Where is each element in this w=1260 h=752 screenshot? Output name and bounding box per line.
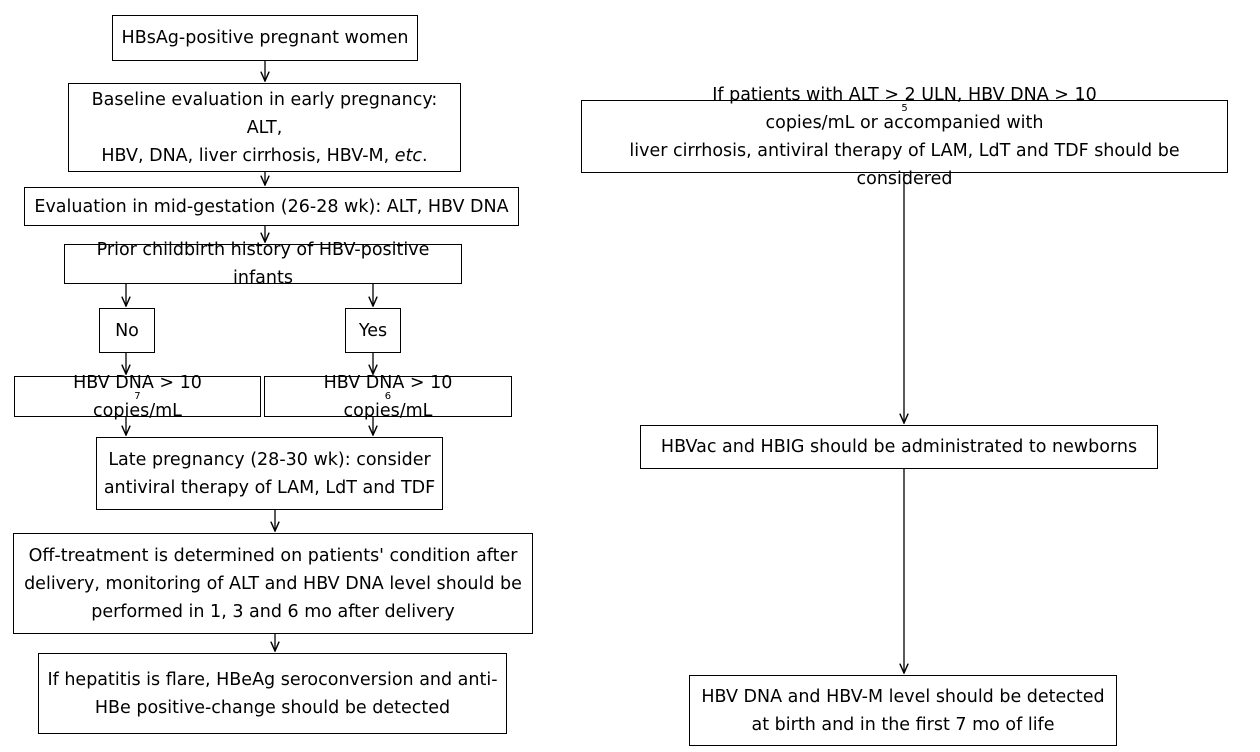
node-antiviral-criteria: If patients with ALT > 2 ULN, HBV DNA > … (581, 85, 1228, 189)
node-hepatitis-flare: If hepatitis is flare, HBeAg seroconvers… (38, 653, 507, 734)
antiviral-criteria-line-2: liver cirrhosis, antiviral therapy of LA… (629, 140, 1180, 189)
hepatitis-flare-line-2: HBe positive-change should be detected (94, 697, 451, 718)
node-mid-gestation-evaluation: Evaluation in mid-gestation (26-28 wk): … (24, 187, 519, 226)
node-hbsag-positive-women: HBsAg-positive pregnant women (112, 15, 418, 61)
late-pregnancy-line-1: Late pregnancy (28-30 wk): consider (108, 449, 431, 470)
hbv-dna-detection-line-1: HBV DNA and HBV-M level should be detect… (701, 686, 1105, 707)
late-pregnancy-line-2: antiviral therapy of LAM, LdT and TDF (103, 477, 436, 498)
hbv-dna-detection-line-2: at birth and in the first 7 mo of life (751, 714, 1055, 735)
off-treatment-line-2: delivery, monitoring of ALT and HBV DNA … (24, 573, 522, 594)
node-no: No (99, 308, 155, 353)
node-off-treatment: Off-treatment is determined on patients'… (13, 533, 533, 634)
node-late-pregnancy: Late pregnancy (28-30 wk): consider anti… (96, 437, 443, 510)
off-treatment-line-3: performed in 1, 3 and 6 mo after deliver… (91, 601, 455, 622)
node-baseline-evaluation: Baseline evaluation in early pregnancy: … (68, 83, 461, 172)
antiviral-criteria-line-1: If patients with ALT > 2 ULN, HBV DNA > … (712, 84, 1097, 133)
node-prior-childbirth-history: Prior childbirth history of HBV-positive… (64, 240, 462, 288)
baseline-line-1: Baseline evaluation in early pregnancy: … (91, 89, 438, 138)
node-hbv-dna-detection: HBV DNA and HBV-M level should be detect… (689, 675, 1117, 746)
baseline-line-2: HBV, DNA, liver cirrhosis, HBV-M, etc. (101, 145, 428, 166)
node-hbvac-hbig-newborns: HBVac and HBIG should be administrated t… (640, 425, 1158, 469)
node-yes: Yes (345, 308, 401, 353)
hepatitis-flare-line-1: If hepatitis is flare, HBeAg seroconvers… (47, 669, 498, 690)
off-treatment-line-1: Off-treatment is determined on patients'… (28, 545, 518, 566)
